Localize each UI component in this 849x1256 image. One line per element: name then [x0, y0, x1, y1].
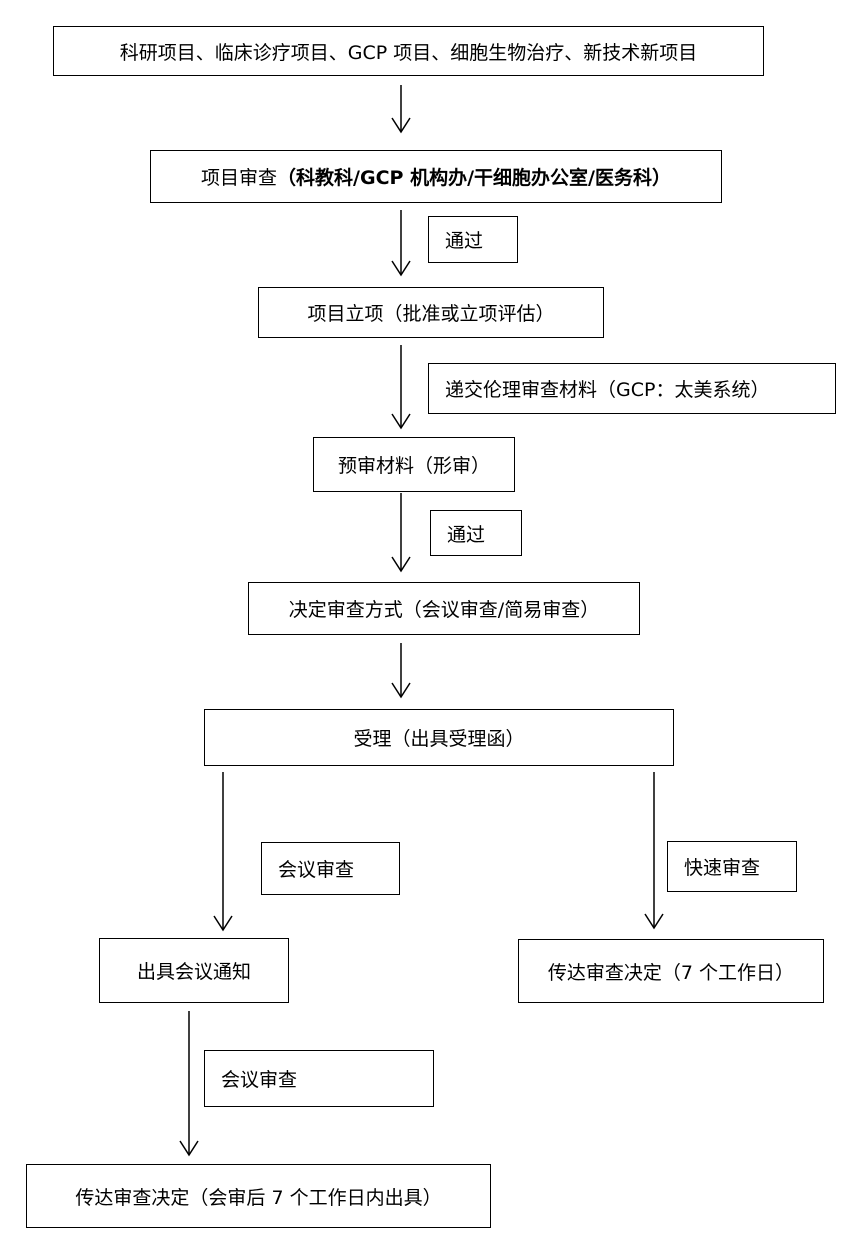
label-fast-review: 快速审查 [667, 841, 797, 892]
arrow-7 [179, 1011, 199, 1157]
label-submit-materials-text: 递交伦理审查材料（GCP：太美系统） [445, 379, 770, 401]
step-project-approval-text: 项目立项（批准或立项评估） [307, 303, 555, 325]
arrow-4 [391, 493, 411, 573]
label-pass-2: 通过 [430, 510, 522, 556]
arrow-3 [391, 345, 411, 430]
step-project-review: 项目审查（科教科/GCP 机构办/干细胞办公室/医务科） [150, 150, 722, 203]
step-project-review-text: 项目审查 [201, 167, 278, 189]
label-submit-materials: 递交伦理审查材料（GCP：太美系统） [428, 363, 836, 414]
step-decision-7days-text: 传达审查决定（7 个工作日） [547, 961, 795, 984]
step-decision-after-meeting: 传达审查决定（会审后 7 个工作日内出具） [26, 1164, 491, 1228]
step-project-types-text: 科研项目、临床诊疗项目、GCP 项目、细胞生物治疗、新技术新项目 [119, 41, 698, 64]
label-meeting-review: 会议审查 [261, 842, 400, 895]
step-decision-after-meeting-text: 传达审查决定（会审后 7 个工作日内出具） [75, 1186, 442, 1209]
arrow-1 [391, 85, 411, 134]
step-project-approval: 项目立项（批准或立项评估） [258, 287, 604, 338]
step-decision-7days: 传达审查决定（7 个工作日） [518, 939, 824, 1003]
step-meeting-notice: 出具会议通知 [99, 938, 289, 1003]
label-meeting-review-2: 会议审查 [204, 1050, 434, 1107]
step-meeting-notice-text: 出具会议通知 [136, 961, 251, 983]
step-preliminary-review: 预审材料（形审） [313, 437, 515, 492]
step-preliminary-review-text: 预审材料（形审） [337, 455, 490, 477]
arrow-2 [391, 210, 411, 277]
label-pass-1-text: 通过 [445, 230, 484, 252]
label-fast-review-text: 快速审查 [684, 857, 761, 879]
label-pass-1: 通过 [428, 216, 518, 263]
label-pass-2-text: 通过 [447, 523, 486, 546]
step-acceptance-text: 受理（出具受理函） [353, 728, 525, 750]
arrow-5 [391, 643, 411, 699]
label-meeting-review-text: 会议审查 [278, 859, 355, 881]
arrow-6-left [213, 772, 233, 932]
step-review-method: 决定审查方式（会议审查/简易审查） [248, 582, 640, 635]
arrow-6-right [644, 772, 664, 930]
step-project-types: 科研项目、临床诊疗项目、GCP 项目、细胞生物治疗、新技术新项目 [53, 26, 764, 76]
step-acceptance: 受理（出具受理函） [204, 709, 674, 766]
step-review-method-text: 决定审查方式（会议审查/简易审查） [288, 599, 600, 621]
step-project-review-departments: （科教科/GCP 机构办/干细胞办公室/医务科） [277, 167, 671, 189]
label-meeting-review-2-text: 会议审查 [221, 1069, 298, 1091]
